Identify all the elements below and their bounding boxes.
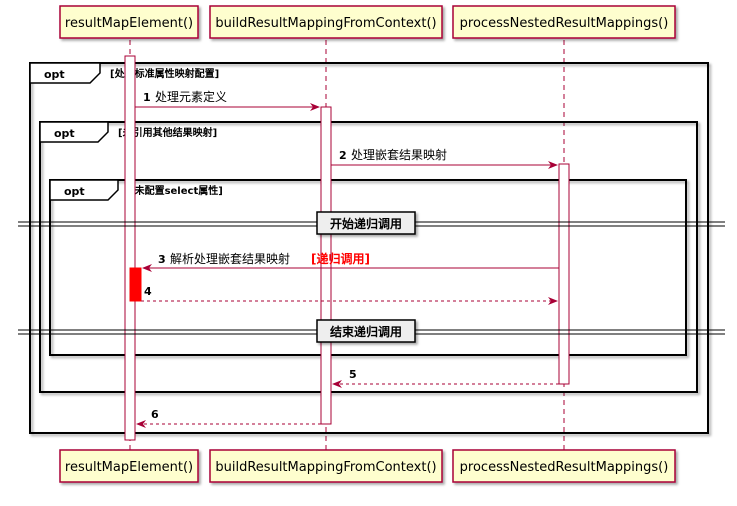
message-3-note: [递归调用] [311,251,370,266]
fragment-opt-3: opt [未配置select属性] [49,179,687,356]
message-3-number: 3 [158,253,166,266]
activation-resultMapElement [124,55,136,441]
divider-start-label: 开始递归调用 [330,216,402,231]
fragment-opt-3-kind: opt [64,185,85,198]
message-1-number: 1 [143,91,151,104]
message-1: 1 处理元素定义 [135,89,320,111]
message-4: 4 [141,285,558,305]
message-2-label: 处理嵌套结果映射 [351,147,447,162]
participant-bottom-label-2: buildResultMappingFromContext() [215,460,436,475]
message-2: 2 处理嵌套结果映射 [331,147,558,169]
participant-top-buildResultMappingFromContext[interactable]: buildResultMappingFromContext() [209,5,443,39]
participant-top-label-2: buildResultMappingFromContext() [215,16,436,31]
fragment-opt-2-kind: opt [54,127,75,140]
message-2-number: 2 [339,149,347,162]
participant-bottom-buildResultMappingFromContext[interactable]: buildResultMappingFromContext() [209,449,443,483]
participant-top-label-3: processNestedResultMappings() [460,16,669,31]
participant-bottom-processNestedResultMappings[interactable]: processNestedResultMappings() [452,449,676,483]
message-5: 5 [332,368,559,388]
activation-processNestedResultMappings [558,163,570,385]
divider-start-recursion: 开始递归调用 [18,211,725,235]
message-3: 3 解析处理嵌套结果映射 [递归调用] [142,251,559,272]
fragment-opt-2: opt [未引用其他结果映射] [39,121,698,393]
activation-recursion [129,267,142,302]
message-5-number: 5 [349,368,357,381]
divider-end-recursion: 结束递归调用 [18,319,725,343]
message-4-number: 4 [144,285,152,298]
participant-top-resultMapElement[interactable]: resultMapElement() [59,5,199,39]
fragment-opt-2-condition: [未引用其他结果映射] [118,126,217,139]
participant-bottom-label-1: resultMapElement() [65,460,193,475]
fragment-opt-3-condition: [未配置select属性] [130,184,223,197]
participant-bottom-resultMapElement[interactable]: resultMapElement() [59,449,199,483]
fragment-opt-1-condition: [处理标准属性映射配置] [110,67,219,80]
participant-top-processNestedResultMappings[interactable]: processNestedResultMappings() [452,5,676,39]
participant-top-label-1: resultMapElement() [65,16,193,31]
divider-end-label: 结束递归调用 [330,324,402,339]
participant-bottom-label-3: processNestedResultMappings() [460,460,669,475]
message-3-label: 解析处理嵌套结果映射 [170,251,290,266]
message-6-number: 6 [151,408,159,421]
message-6: 6 [136,408,321,428]
fragment-opt-1-kind: opt [44,68,65,81]
message-1-label: 处理元素定义 [155,89,227,104]
fragment-opt-1: opt [处理标准属性映射配置] [29,62,709,434]
activation-buildResultMappingFromContext [320,106,332,425]
